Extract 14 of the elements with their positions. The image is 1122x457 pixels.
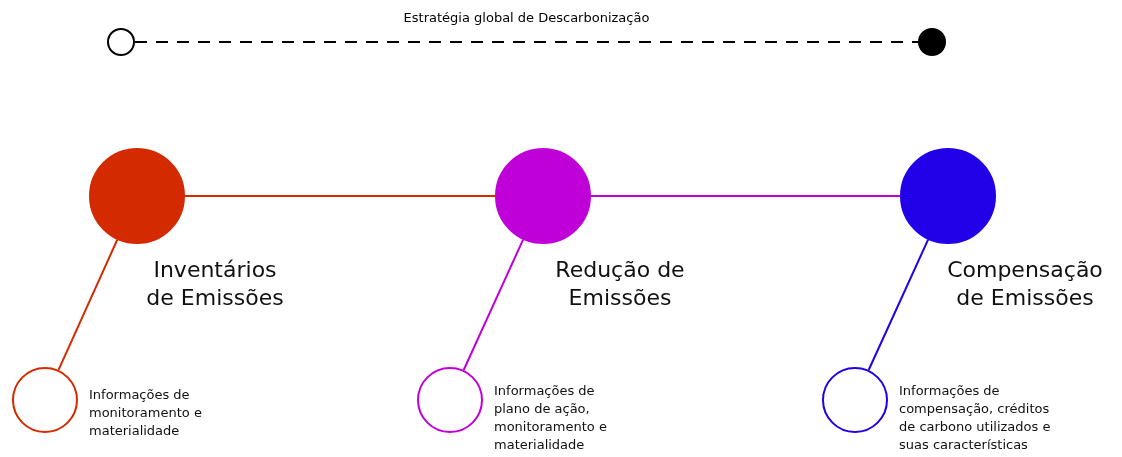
connector-line [867, 238, 930, 371]
connector-line [462, 238, 525, 371]
description-text: Informações de plano de ação, monitoramento e materialidade [494, 382, 608, 454]
circle-node [107, 28, 135, 56]
description-text: Informações de monitoramento e materialidade [89, 386, 203, 440]
dashed-line [134, 41, 919, 43]
stage-title: Compensação de Emissões [946, 256, 1104, 312]
connector-line [590, 195, 901, 197]
circle-node [918, 28, 946, 56]
connector-line [184, 195, 496, 197]
stage-title: Redução de Emissões [554, 256, 686, 312]
stage-title: Inventários de Emissões [145, 256, 285, 312]
description-text: Informações de compensação, créditos de carbono utilizados e suas características [899, 382, 1052, 454]
connector-line [57, 238, 119, 371]
